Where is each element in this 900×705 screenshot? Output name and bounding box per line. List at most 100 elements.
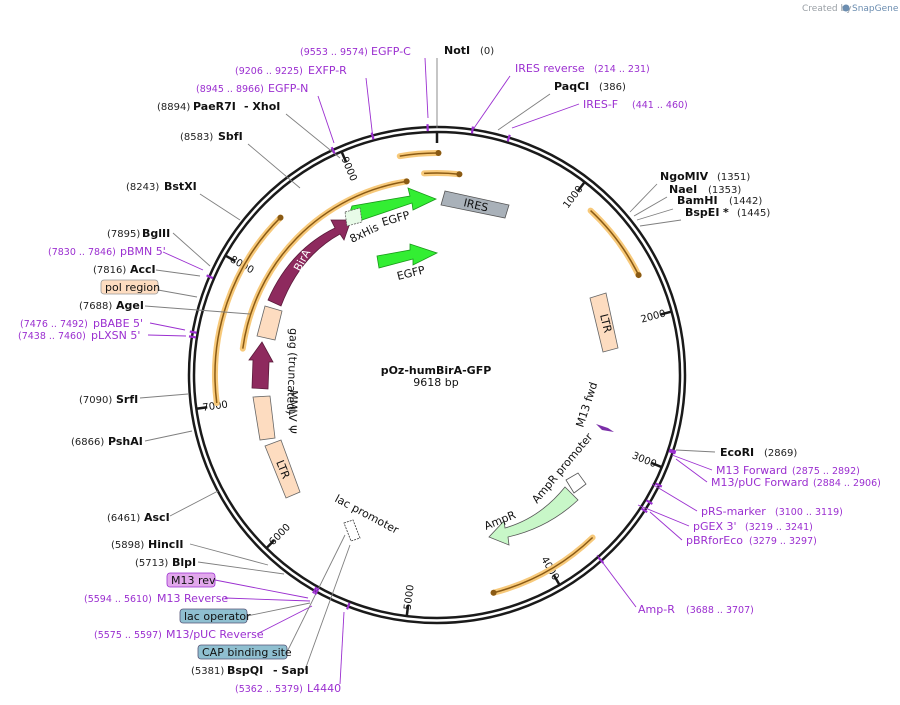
leader-pbmn	[162, 251, 204, 271]
orf-arrows	[212, 150, 642, 596]
primer-pgex-pos: (3219 .. 3241)	[745, 522, 813, 533]
leader-prs	[651, 483, 698, 512]
site-ecori-pos: (2869)	[764, 448, 797, 459]
orf-bottom-right[interactable]	[493, 536, 594, 594]
primer-plxsn-pos: (7438 .. 7460)	[18, 331, 86, 342]
mmlv-psi-feature[interactable]	[252, 395, 276, 441]
created-by-label: Created by	[802, 4, 852, 14]
site-pshai-name: PshAI	[108, 435, 143, 448]
site-paqci-pos: (386)	[599, 82, 626, 93]
site-xhoi-name: - XhoI	[244, 100, 280, 113]
primer-m13pucf-name: M13/pUC Forward	[711, 476, 809, 489]
lac-operator-label: lac operator	[184, 610, 251, 623]
site-bspei-name: BspEI	[685, 206, 719, 219]
orf-bottom-right-head	[490, 589, 497, 596]
mark-l4440	[346, 602, 351, 610]
gag-label: gag (truncated)	[284, 328, 300, 415]
site-noti-name: NotI	[444, 44, 470, 57]
mark-pgex	[645, 499, 653, 505]
snapgene-label: SnapGene	[852, 4, 899, 14]
mark-ampr	[597, 556, 605, 564]
leader-sbfi	[247, 143, 301, 189]
mark-pbmn	[206, 274, 214, 280]
tick-label: 7000	[202, 399, 229, 413]
bira-feature[interactable]	[267, 219, 352, 307]
mark-pbrfor	[640, 507, 648, 514]
tick-mark	[196, 406, 208, 411]
tick-label: 3000	[630, 451, 658, 471]
leader-acci	[155, 269, 201, 277]
orf-left-inner[interactable]	[242, 180, 407, 349]
tick-mark	[577, 181, 586, 192]
site-asci-name: AscI	[144, 511, 170, 524]
ltr-label-top: LTR	[597, 313, 614, 335]
leader-ngomiv	[629, 183, 658, 213]
plasmid-length: 9618 bp	[413, 376, 458, 389]
site-bglii-name: BglII	[142, 227, 170, 240]
mark-plxsn	[188, 335, 197, 339]
m13-rev-box	[166, 572, 216, 588]
mark-m13pucr	[314, 587, 320, 595]
leader-blpi	[197, 561, 285, 575]
leader-iresrev	[471, 75, 511, 132]
gag-truncated-feature[interactable]	[248, 341, 274, 390]
leader-lacop	[246, 602, 311, 617]
leader-m13rev-box	[214, 579, 309, 599]
pol-region-feature[interactable]	[256, 305, 283, 341]
tick-mark	[660, 310, 672, 316]
m13-fwd-feature[interactable]	[596, 424, 614, 432]
leader-agei	[144, 305, 251, 315]
tick-mark	[265, 539, 276, 549]
ampr-promoter-feature[interactable]	[565, 472, 587, 494]
site-bglii-pos: (7895)	[107, 229, 140, 240]
his-tag-feature[interactable]	[344, 207, 363, 227]
tick-label: 9000	[338, 155, 358, 183]
leader-paqci	[497, 93, 551, 131]
ltr-feature-top[interactable]	[589, 292, 619, 353]
primer-m13pucr-pos: (5575 .. 5597)	[94, 630, 162, 641]
leader-egfpn	[317, 95, 335, 144]
mark-m13pucf	[668, 450, 676, 455]
tick-mark	[405, 605, 410, 617]
leader-bstxi	[199, 193, 241, 221]
plasmid-name: pOz-humBirA-GFP	[381, 364, 492, 377]
site-agei-name: AgeI	[116, 299, 144, 312]
lac-promoter-feature[interactable]	[343, 519, 361, 542]
leader-m13rev	[224, 597, 311, 602]
leader-egfpc	[424, 57, 429, 119]
primer-m13rev-name: M13 Reverse	[157, 592, 228, 605]
primer-iresf-name: IRES-F	[583, 98, 618, 111]
primer-l4440-name: L4440	[307, 682, 341, 695]
site-acci-pos: (7816)	[93, 265, 126, 276]
site-naei-pos: (1353)	[708, 185, 741, 196]
site-srfi-name: SrfI	[116, 393, 138, 406]
ltr-feature-bottom[interactable]	[264, 439, 301, 499]
leader-ampr	[596, 554, 637, 608]
leader-exfpr	[365, 77, 374, 140]
orf-right[interactable]	[590, 210, 640, 276]
site-ngomiv-name: NgoMIV	[660, 170, 709, 183]
primer-egfpn-name: EGFP-N	[268, 82, 308, 95]
tick-label: 5000	[403, 584, 417, 611]
orf-left-outer[interactable]	[214, 217, 281, 404]
site-paer7i-pos: (8894)	[157, 102, 190, 113]
site-bspqi-name: BspQI	[227, 664, 263, 677]
site-noti-pos: (0)	[480, 46, 494, 57]
site-paqci-name: PaqCI	[554, 80, 589, 93]
ires-feature[interactable]	[440, 190, 510, 219]
primer-pbmn-pos: (7830 .. 7846)	[48, 247, 116, 258]
leader-lines	[139, 57, 716, 685]
primer-m13fwd-name: M13 Forward	[716, 464, 787, 477]
egfp-feature-2[interactable]	[376, 243, 439, 269]
egfp-feature-1[interactable]	[349, 187, 438, 223]
leader-pgex	[637, 504, 690, 527]
site-bspei-star: *	[723, 206, 729, 219]
orf-right-head	[635, 272, 642, 279]
site-acci-name: AccI	[130, 263, 156, 276]
leader-bspei	[639, 219, 682, 227]
primer-egfpc-name: EGFP-C	[371, 45, 411, 58]
leader-srfi	[139, 393, 189, 399]
primer-egfpn-pos: (8945 .. 8966)	[196, 84, 264, 95]
ampr-feature[interactable]	[488, 486, 579, 546]
